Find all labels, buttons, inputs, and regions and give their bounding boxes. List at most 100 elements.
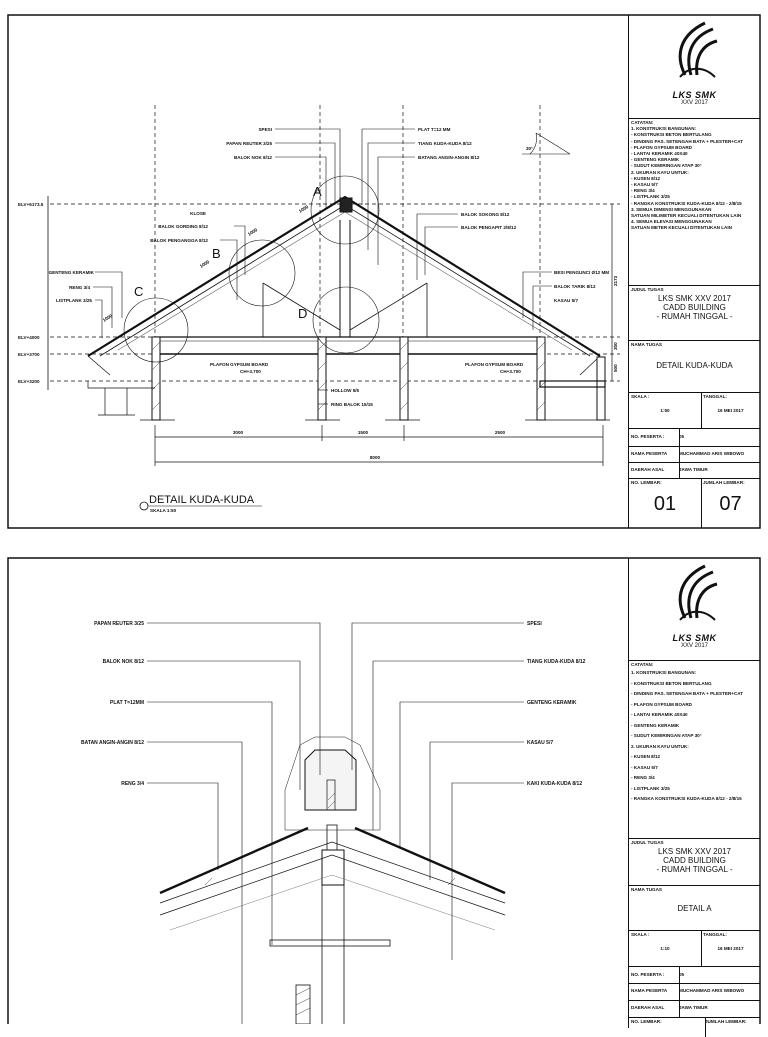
judul-line: LKS SMK XXV 2017 bbox=[658, 294, 731, 304]
note-item: SATUAN METER KECUALI DITENTUKAN LAIN bbox=[631, 225, 732, 231]
logo-emblem-icon bbox=[678, 564, 717, 621]
slope-dim: 1000 bbox=[298, 204, 310, 214]
logo-year: XXV 2017 bbox=[680, 100, 709, 106]
sheet2-frame bbox=[7, 557, 761, 1024]
slope-dim: 1000 bbox=[199, 259, 211, 269]
note-item: - RANGKA KONSTRUKSI KUDA-KUDA 8/12 - 2/8… bbox=[631, 200, 742, 206]
judul-tugas-section: JUDUL TUGAS LKS SMK XXV 2017 CADD BUILDI… bbox=[629, 285, 760, 340]
daerah-value: JAWA TIMUR bbox=[679, 1005, 708, 1010]
nama-tugas: DETAIL A bbox=[677, 904, 712, 914]
elevation-3700: ELV+3700 bbox=[18, 352, 40, 357]
skala-tanggal-section: SKALA : 1:10 TANGGAL: 16 MEI 2017 bbox=[629, 930, 760, 966]
label-reng: RENG 3/4 bbox=[121, 781, 144, 787]
drawing1-texts: SPESI PAPAN REUTER 3/25 BALOK NOK 8/12 K… bbox=[18, 127, 618, 513]
note-item: - KASAU 5/7 bbox=[631, 182, 658, 188]
notes-list: 1. KONSTRUKSI BANGUNAN:- KONSTRUKSI BETO… bbox=[631, 126, 758, 231]
drawing-title: DETAIL KUDA-KUDA bbox=[149, 494, 255, 506]
no-lembar-label: NO. LEMBAR: bbox=[629, 1018, 706, 1037]
judul-line: LKS SMK XXV 2017 bbox=[658, 847, 731, 857]
note-item: - DINDING PAS. SETENGAH BATA + PLESTER+C… bbox=[631, 691, 744, 696]
note-item: SATUAN MILIMETER KECUALI DITENTUKAN LAIN bbox=[631, 213, 742, 219]
daerah-asal-row: DAERAH ASAL JAWA TIMUR bbox=[629, 1000, 760, 1017]
judul-label: JUDUL TUGAS bbox=[631, 840, 664, 845]
daerah-asal-row: DAERAH ASAL JAWA TIMUR bbox=[629, 462, 760, 478]
title-block-sheet1: LKS SMK XXV 2017 CATATAN: 1. KONSTRUKSI … bbox=[628, 15, 760, 528]
drawing-scale: SKALA 1:50 bbox=[150, 508, 177, 513]
nama-tugas: DETAIL KUDA-KUDA bbox=[656, 361, 733, 371]
nama-peserta-label: NAMA PESERTA bbox=[629, 984, 680, 1000]
judul-label: JUDUL TUGAS bbox=[631, 287, 664, 292]
no-peserta-row: NO. PESERTA : 05 bbox=[629, 966, 760, 983]
label-reng: RENG 3/4 bbox=[69, 285, 90, 290]
dim-2500: 2500 bbox=[495, 430, 506, 435]
dim-3000: 3000 bbox=[233, 430, 244, 435]
label-plafon-left: PLAFON GYPSUM BOARD bbox=[210, 362, 269, 367]
nama-tugas-label: NAMA TUGAS bbox=[631, 887, 662, 892]
logo: LKS SMK XXV 2017 bbox=[629, 558, 760, 660]
dim-1500: 1500 bbox=[358, 430, 369, 435]
note-item: - RANGKA KONSTRUKSI KUDA-KUDA 8/12 - 2/8… bbox=[631, 796, 742, 801]
label-plat: PLAT T=12MM bbox=[110, 700, 144, 706]
note-item: - LANTAI KERAMIK 40X40 bbox=[631, 712, 688, 717]
label-balok-pengapit: BALOK PENGAPIT 2/8/12 bbox=[461, 225, 517, 230]
angle-label: 30° bbox=[526, 146, 533, 151]
logo: LKS SMK XXV 2017 bbox=[629, 15, 760, 118]
label-kaki-kuda: KAKI KUDA-KUDA 8/12 bbox=[527, 781, 582, 787]
label-balok-sokong: BALOK SOKONG 8/12 bbox=[461, 212, 510, 217]
note-item: - KUSEN 8/12 bbox=[631, 175, 661, 181]
label-tiang: TIANG KUDA-KUDA 8/12 bbox=[418, 141, 472, 146]
detail-mark-a: A bbox=[313, 184, 322, 199]
tanggal-label: TANGGAL: bbox=[703, 932, 727, 937]
notes-title: CATATAN: bbox=[631, 662, 654, 667]
note-item: - PLAFON GYPSUM BOARD bbox=[631, 701, 692, 707]
no-peserta-label: NO. PESERTA : bbox=[629, 967, 680, 983]
skala-label: SKALA : bbox=[631, 394, 650, 399]
label-tiang: TIANG KUDA-KUDA 8/12 bbox=[527, 659, 586, 665]
slope-dim: 1000 bbox=[102, 313, 114, 323]
detail-a-texts: PAPAN REUTER 3/25 BALOK NOK 8/12 PLAT T=… bbox=[81, 621, 586, 787]
note-item: - PLAFON GYPSUM BOARD bbox=[631, 144, 692, 150]
side-dim: 300 bbox=[613, 342, 618, 350]
note-item: - KUSEN 8/12 bbox=[631, 754, 661, 759]
judul-line: - RUMAH TINGGAL - bbox=[656, 865, 733, 875]
label-plafon-right: PLAFON GYPSUM BOARD bbox=[465, 362, 524, 367]
note-item: 2. UKURAN KAYU UNTUK: bbox=[631, 169, 689, 175]
label-ch-right: CH+3.700 bbox=[500, 369, 521, 374]
logo-text: LKS SMK bbox=[672, 90, 717, 100]
notes-section: CATATAN: 1. KONSTRUKSI BANGUNAN: - KONSTR… bbox=[629, 660, 760, 838]
detail-mark-b: B bbox=[212, 246, 221, 261]
label-papan-reuter: PAPAN REUTER 3/25 bbox=[226, 141, 272, 146]
note-item: 4. SEMUA ELEVASI MENGGUNAKAN bbox=[631, 219, 712, 225]
label-balok-nok: BALOK NOK 8/12 bbox=[103, 659, 145, 665]
note-item: - SUDUT KEMIRINGAN ATAP 30° bbox=[631, 733, 702, 738]
notes-list: 1. KONSTRUKSI BANGUNAN: - KONSTRUKSI BETO… bbox=[631, 668, 758, 805]
note-item: - SUDUT KEMIRINGAN ATAP 30° bbox=[631, 163, 702, 169]
note-item: 1. KONSTRUKSI BANGUNAN: bbox=[631, 670, 697, 675]
logo-text: LKS SMK bbox=[672, 633, 717, 643]
no-peserta-label: NO. PESERTA : bbox=[629, 429, 680, 446]
logo-emblem-icon bbox=[678, 21, 717, 78]
jumlah-lembar-label: JUMLAH LEMBAR: bbox=[705, 1019, 747, 1024]
note-item: - RENG 3/4 bbox=[631, 775, 655, 780]
detail-mark-c: C bbox=[134, 284, 143, 299]
label-batan-angin: BATAN ANGIN-ANGIN 8/12 bbox=[81, 740, 144, 746]
judul-line: CADD BUILDING bbox=[663, 303, 726, 313]
note-item: - LISTPLANK 3/25 bbox=[631, 194, 670, 200]
label-spesi: SPESI bbox=[258, 127, 272, 132]
elevation-3200: ELV+3200 bbox=[18, 379, 40, 384]
label-genteng: GENTENG KERAMIK bbox=[527, 700, 577, 706]
no-peserta-value: 05 bbox=[679, 972, 685, 977]
label-balok-gording: BALOK GORDING 8/12 bbox=[158, 224, 208, 229]
note-item: 3. SEMUA DIMENSI MENGGUNAKAN bbox=[631, 206, 712, 212]
jumlah-lembar-label: JUMLAH LEMBAR: bbox=[703, 480, 745, 485]
daerah-value: JAWA TIMUR bbox=[679, 467, 708, 472]
note-item: - KONSTRUKSI BETON BERTULANG bbox=[631, 680, 712, 686]
no-lembar-value: 01 bbox=[653, 493, 677, 516]
label-hollow: HOLLOW 5/5 bbox=[331, 388, 360, 393]
note-item: 2. UKURAN KAYU UNTUK: bbox=[631, 743, 689, 749]
skala-tanggal-section: SKALA : 1:50 TANGGAL: 16 MEI 2017 bbox=[629, 392, 760, 428]
label-balok-nok: BALOK NOK 8/12 bbox=[234, 155, 272, 160]
detail-mark-d: D bbox=[298, 306, 307, 321]
nama-tugas-label: NAMA TUGAS bbox=[631, 342, 662, 347]
